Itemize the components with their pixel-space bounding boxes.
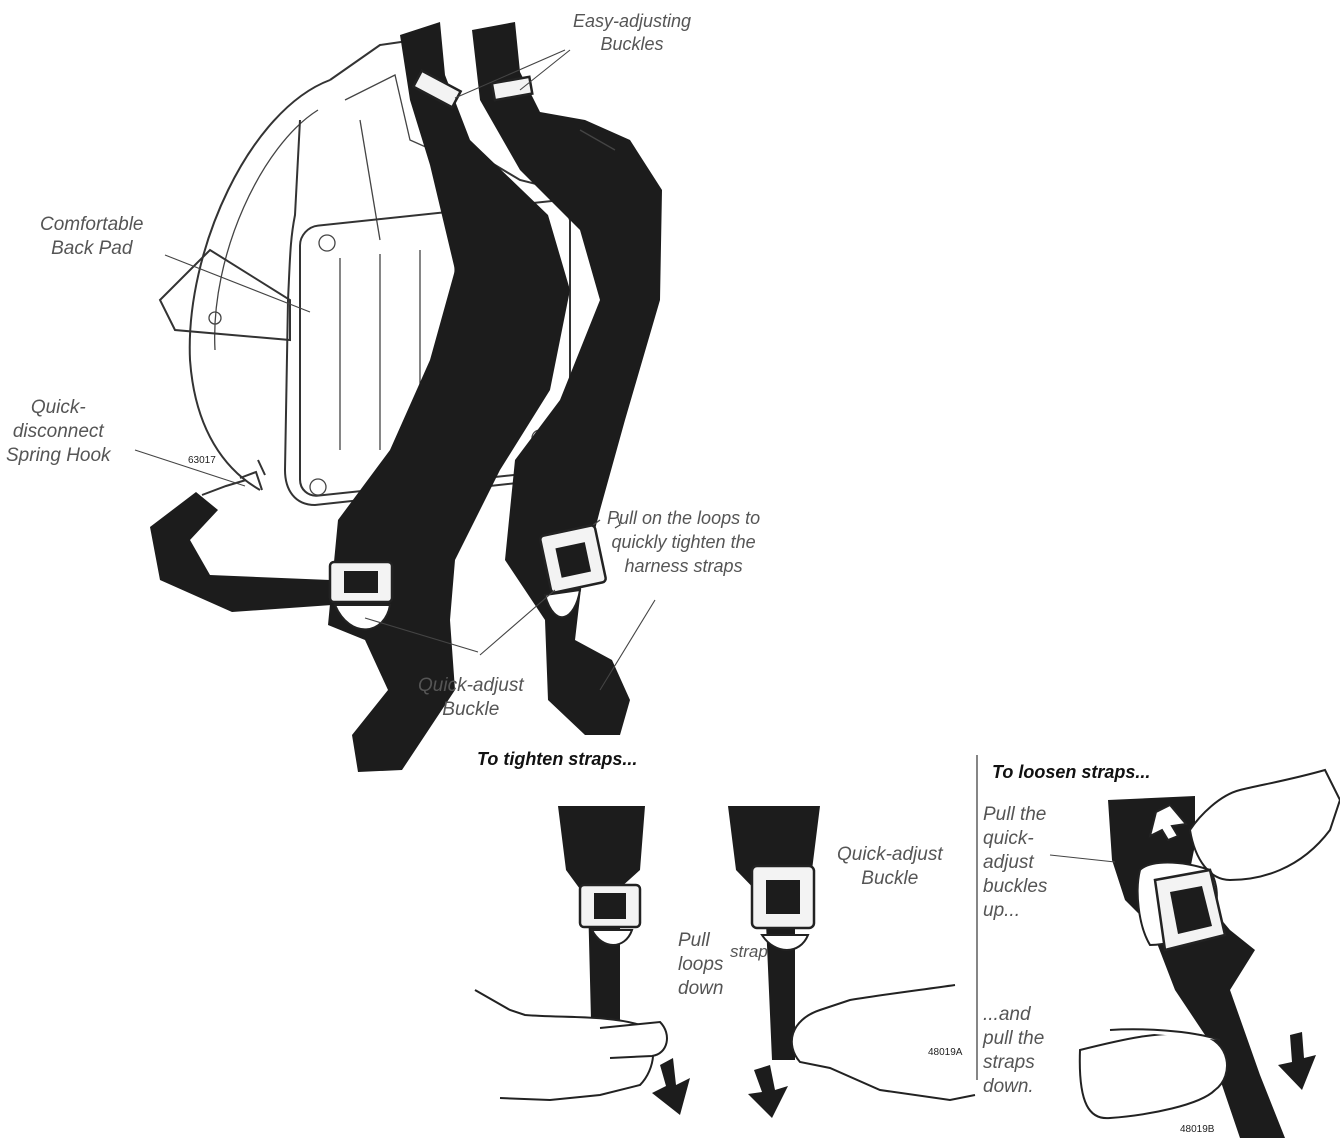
tighten-illustration-1: [475, 806, 667, 1100]
pull-straps-down-label: ...and pull the straps down.: [983, 1003, 1044, 1099]
easy-buckles-label: Easy-adjusting Buckles: [573, 10, 691, 56]
pull-loops-label: Pull on the loops to quickly tighten the…: [607, 506, 760, 578]
down-arrow-icon: [748, 1065, 788, 1118]
down-arrow-icon: [652, 1058, 690, 1115]
loosen-heading: To loosen straps...: [992, 762, 1150, 783]
spring-hook-label: Quick- disconnect Spring Hook: [6, 396, 111, 468]
figure-code-loosen: 48019B: [1180, 1124, 1214, 1135]
quick-adjust-label-small: Quick-adjust Buckle: [837, 843, 943, 891]
figure-code-tighten: 48019A: [928, 1047, 962, 1058]
strap-fragment-label: strap: [730, 940, 768, 964]
waist-strap: [150, 492, 332, 612]
pull-buckles-up-label: Pull the quick- adjust buckles up...: [983, 803, 1047, 923]
back-pad-label: Comfortable Back Pad: [40, 213, 144, 261]
tighten-heading: To tighten straps...: [477, 749, 637, 770]
figure-code-main: 63017: [188, 455, 216, 466]
quick-adjust-label-main: Quick-adjust Buckle: [418, 674, 524, 722]
pull-loops-down-label: Pull loops down: [678, 929, 723, 1001]
down-arrow-icon: [1278, 1032, 1316, 1090]
